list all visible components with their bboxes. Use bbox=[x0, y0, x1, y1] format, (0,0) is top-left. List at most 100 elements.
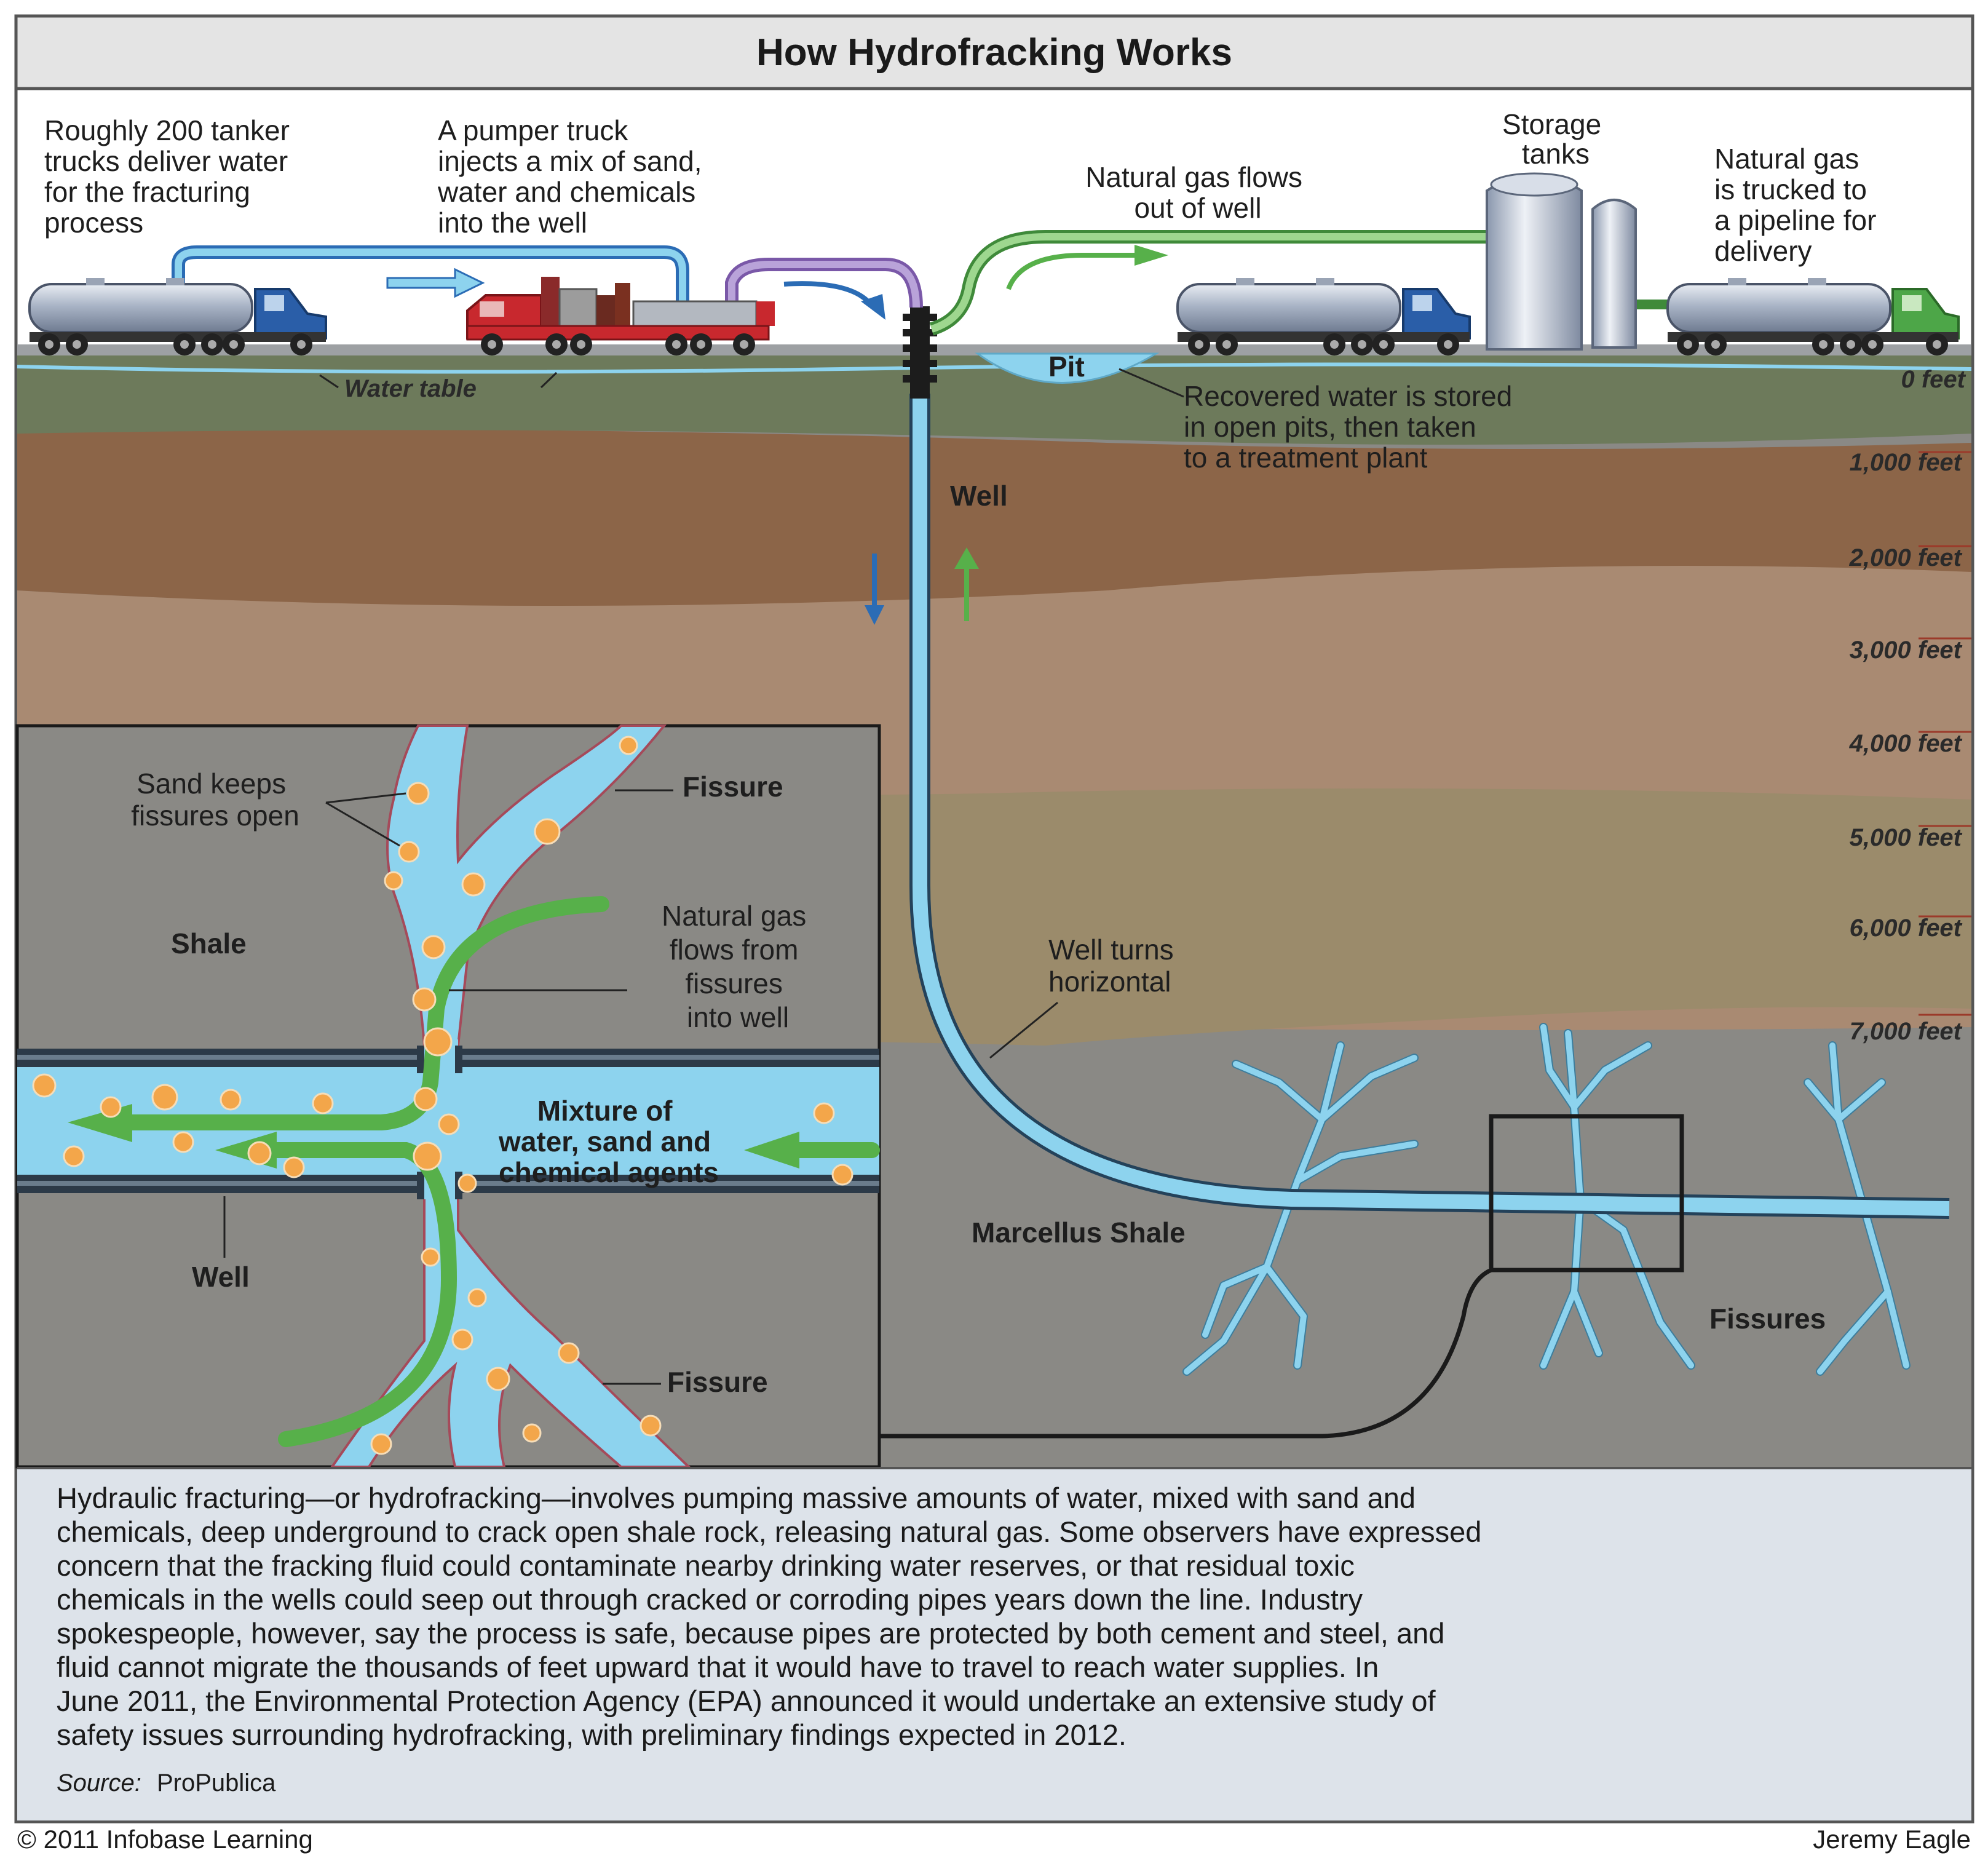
water-table-leader bbox=[319, 374, 339, 389]
depth-scale: 0 feet 1,000 feet 2,000 feet 3,000 feet … bbox=[1849, 366, 1971, 1045]
diagram-title: How Hydrofracking Works bbox=[756, 31, 1232, 74]
pumper-label-line: water and chemicals bbox=[437, 176, 695, 208]
caption-panel bbox=[17, 1468, 1971, 1820]
depth-label: 6,000 feet bbox=[1850, 915, 1963, 942]
depth-label: 7,000 feet bbox=[1850, 1018, 1963, 1045]
source-line: Source: ProPublica bbox=[57, 1769, 276, 1797]
pit-leader bbox=[1119, 368, 1184, 398]
inset-gas-label-line: Natural gas bbox=[662, 900, 806, 932]
trucked-label: Natural gas is trucked to a pipeline for… bbox=[1714, 143, 1884, 267]
sand-label-line: Sand keeps bbox=[137, 768, 286, 800]
water-flow-arrow bbox=[386, 268, 485, 298]
pumper-truck bbox=[466, 277, 775, 355]
well-label: Well bbox=[950, 480, 1008, 512]
recovered-label-line: in open pits, then taken bbox=[1184, 411, 1476, 443]
trucked-label-line: a pipeline for bbox=[1714, 204, 1876, 236]
storage-tanks-label: Storage tanks bbox=[1502, 108, 1609, 170]
water-tanker-truck bbox=[28, 278, 327, 355]
caption-line: Hydraulic fracturing—or hydrofracking—in… bbox=[57, 1482, 1416, 1514]
ground-surface bbox=[17, 344, 1971, 355]
pit-label: Pit bbox=[1048, 351, 1085, 383]
well-turns-label: Well turns horizontal bbox=[1048, 934, 1181, 998]
recovered-label-line: to a treatment plant bbox=[1184, 442, 1428, 474]
fissure-bottom-label: Fissure bbox=[667, 1366, 768, 1398]
caption-line: fluid cannot migrate the thousands of fe… bbox=[57, 1651, 1379, 1683]
gas-flows-label-line: out of well bbox=[1134, 192, 1261, 224]
well-turns-leader bbox=[989, 1001, 1058, 1059]
depth-label: 4,000 feet bbox=[1849, 730, 1963, 757]
mixture-label: Mixture of water, sand and chemical agen… bbox=[498, 1095, 719, 1188]
soil-top-layer bbox=[17, 354, 1971, 445]
water-supply-pipe-inner bbox=[175, 248, 686, 304]
well-bore bbox=[913, 394, 1950, 1216]
caption-line: spokespeople, however, say the process i… bbox=[57, 1617, 1444, 1650]
source-value: ProPublica bbox=[157, 1769, 276, 1797]
tankers-label-line: process bbox=[44, 207, 143, 239]
pit bbox=[975, 352, 1160, 384]
artist-credit: Jeremy Eagle bbox=[1813, 1825, 1971, 1854]
pumper-label-line: into the well bbox=[438, 207, 587, 239]
inset-gas-label: Natural gas flows from fissures into wel… bbox=[662, 900, 814, 1033]
depth-label: 2,000 feet bbox=[1849, 544, 1963, 571]
caption-line: June 2011, the Environmental Protection … bbox=[57, 1685, 1436, 1717]
trucked-label-line: delivery bbox=[1714, 235, 1812, 267]
wellhead bbox=[903, 306, 937, 399]
inset-gas-arrowhead-right bbox=[744, 1132, 799, 1169]
pumper-label-line: A pumper truck bbox=[438, 114, 628, 146]
tankers-label-line: trucks deliver water bbox=[44, 145, 288, 177]
water-table-label: Water table bbox=[344, 375, 477, 402]
mix-flow-arrowhead bbox=[861, 294, 885, 320]
caption-text: Hydraulic fracturing—or hydrofracking—in… bbox=[57, 1482, 1489, 1751]
well-turns-line: horizontal bbox=[1048, 966, 1171, 998]
shale-label: Shale bbox=[171, 927, 247, 959]
sand-grains bbox=[32, 736, 853, 1455]
water-table-leader bbox=[540, 371, 558, 389]
tankers-label-line: for the fracturing bbox=[44, 176, 250, 208]
marcellus-label: Marcellus Shale bbox=[972, 1217, 1186, 1249]
well-turns-line: Well turns bbox=[1048, 934, 1174, 966]
recovered-water-label: Recovered water is stored in open pits, … bbox=[1184, 380, 1520, 474]
depth-label: 3,000 feet bbox=[1850, 637, 1963, 664]
tankers-label: Roughly 200 tanker trucks deliver water … bbox=[44, 114, 298, 239]
gas-flows-label: Natural gas flows out of well bbox=[1085, 161, 1310, 224]
tankers-label-line: Roughly 200 tanker bbox=[44, 114, 290, 146]
caption-line: concern that the fracking fluid could co… bbox=[57, 1549, 1355, 1582]
soil-brown-layer bbox=[17, 429, 1971, 606]
gas-tanker-truck bbox=[1666, 278, 1960, 355]
sand-leader bbox=[325, 792, 406, 804]
inset-gas-label-line: flows from bbox=[670, 934, 799, 966]
recovered-water-tanker bbox=[1176, 278, 1471, 355]
up-flow-arrowhead bbox=[954, 547, 979, 569]
inset-connector bbox=[879, 1268, 1492, 1439]
storage-label-line: Storage bbox=[1502, 108, 1601, 140]
gas-flows-label-line: Natural gas flows bbox=[1085, 161, 1302, 193]
depth-label: 1,000 feet bbox=[1850, 449, 1963, 476]
mixture-label-line: Mixture of bbox=[537, 1095, 673, 1127]
trucked-label-line: is trucked to bbox=[1714, 173, 1867, 205]
recovered-label-line: Recovered water is stored bbox=[1184, 380, 1512, 412]
sand-leader bbox=[325, 801, 400, 847]
gas-out-pipe-inner bbox=[930, 233, 1494, 333]
pumper-label: A pumper truck injects a mix of sand, wa… bbox=[437, 114, 710, 239]
caption-line: chemicals, deep underground to crack ope… bbox=[57, 1515, 1481, 1548]
inset-panel: Sand keeps fissures open Fissure Shale N… bbox=[15, 724, 881, 1469]
sand-keeps-label: Sand keeps fissures open bbox=[131, 768, 299, 832]
fissure-top-label: Fissure bbox=[683, 771, 783, 803]
caption-line: chemicals in the wells could seep out th… bbox=[57, 1583, 1363, 1616]
gas-flow-arrowhead bbox=[1135, 245, 1168, 266]
inset-callout-box bbox=[1489, 1114, 1684, 1272]
copyright: © 2011 Infobase Learning bbox=[17, 1825, 313, 1854]
storage-label-line: tanks bbox=[1522, 138, 1590, 170]
depth-label: 0 feet bbox=[1901, 366, 1966, 393]
sand-label-line: fissures open bbox=[131, 800, 299, 832]
water-table-line bbox=[17, 362, 1972, 374]
mixture-label-line: water, sand and bbox=[498, 1126, 711, 1157]
mixture-label-line: chemical agents bbox=[499, 1156, 719, 1188]
depth-label: 5,000 feet bbox=[1850, 824, 1963, 851]
trucked-label-line: Natural gas bbox=[1714, 143, 1859, 175]
inset-gas-label-line: into well bbox=[687, 1001, 789, 1033]
storage-tanks bbox=[1486, 172, 1637, 351]
pumper-label-line: injects a mix of sand, bbox=[438, 145, 702, 177]
fissures-label: Fissures bbox=[1709, 1303, 1826, 1335]
